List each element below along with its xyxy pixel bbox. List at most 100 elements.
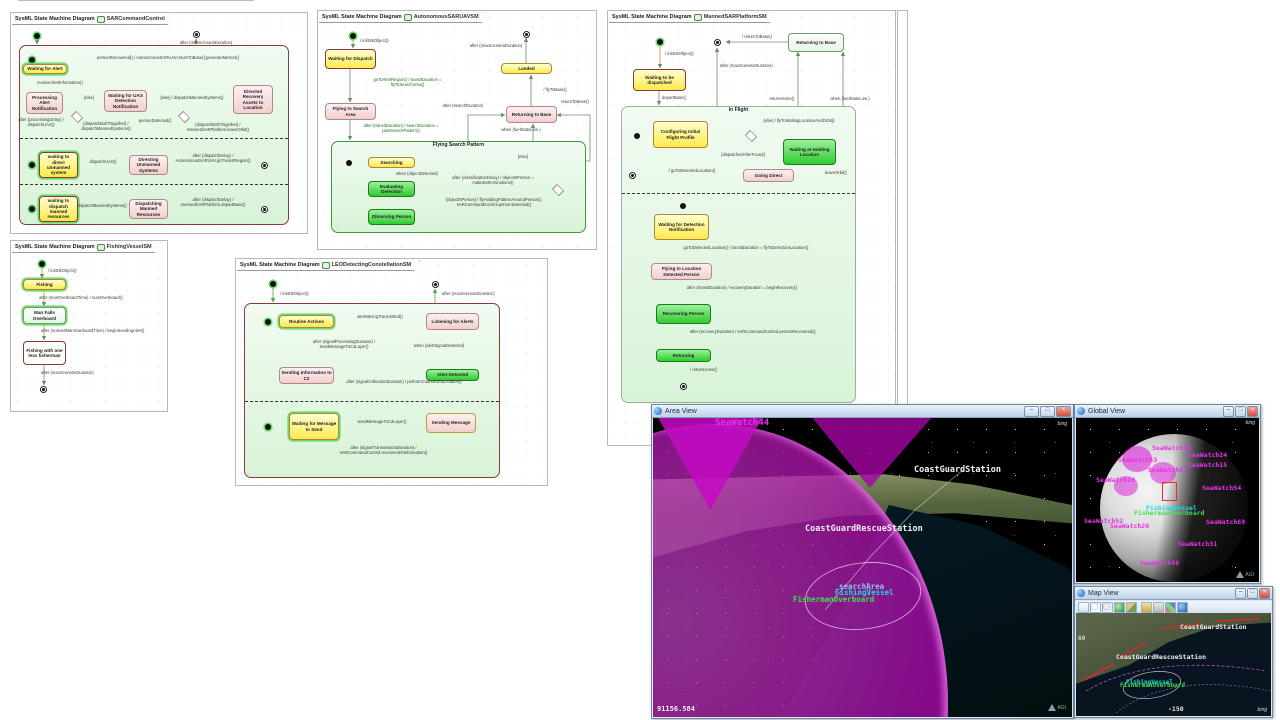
- exit-node: [629, 172, 636, 179]
- state-directed-recovery[interactable]: Directed Recovery Assets to Location: [233, 85, 273, 114]
- transition-label: after (dispatchDelay) / AutonomousSARUAV…: [175, 153, 251, 164]
- state-alert-detected[interactable]: Alert Detected: [426, 369, 479, 381]
- transition-label: after (manOverboardTime) / manOverboard(…: [39, 295, 123, 300]
- state-searching[interactable]: Searching: [368, 157, 415, 168]
- state-fishing-one-less[interactable]: Fishing with one less fisherman: [23, 341, 66, 365]
- zoom-in-icon[interactable]: [1090, 601, 1101, 613]
- map-viewport[interactable]: CoastGuardStation CoastGuardRescueStatio…: [1076, 613, 1271, 716]
- state-waiting-for-detection-notification[interactable]: Waiting for Detection Notification: [654, 214, 709, 240]
- diagram-tab[interactable]: SysML State Machine Diagram FishingVesse…: [12, 242, 161, 253]
- final-node: [680, 383, 687, 390]
- latitude-gridline-label: 60: [1078, 635, 1086, 642]
- state-returning-to-base[interactable]: Returning to Base: [788, 33, 844, 52]
- state-leoconstellation-outer[interactable]: [244, 303, 500, 478]
- state-landed[interactable]: Landed: [501, 63, 552, 74]
- label-satellite: SeaWatch31: [1178, 540, 1218, 548]
- label-satellite: SeaWatch15: [1188, 461, 1228, 469]
- maximize-button[interactable]: □: [1247, 587, 1258, 599]
- state-man-falls-overboard[interactable]: Man Falls Overboard: [23, 307, 66, 324]
- state-waiting-to-be-dispatched[interactable]: Waiting to be dispatched: [633, 69, 686, 91]
- titlebar[interactable]: Area View – □ ×: [652, 405, 1073, 418]
- label-fishermanoverboard: FishermanOverboard: [1134, 509, 1205, 517]
- minimize-button[interactable]: –: [1235, 587, 1246, 599]
- transition-label: / flyToBase(): [543, 87, 567, 92]
- window-global-view[interactable]: Global View – □ × SeaWatch34 SeaWatch24 …: [1074, 404, 1261, 584]
- state-going-direct[interactable]: Going Direct: [743, 169, 794, 182]
- label-satellite: SeaWatch46: [1140, 559, 1180, 567]
- zoom-out-icon[interactable]: [1102, 601, 1113, 613]
- globe-green-icon[interactable]: [1114, 601, 1125, 613]
- transition-label: when (fuelStateLow ): [501, 127, 541, 132]
- diagram-tab[interactable]: SysML State Machine Diagram MannedSARPla…: [609, 12, 776, 23]
- coverage-blob: [1122, 446, 1152, 472]
- minimize-button[interactable]: –: [1223, 405, 1234, 417]
- initial-node: [265, 424, 271, 430]
- partial-diagram-window[interactable]: [897, 10, 908, 424]
- diagram-tab[interactable]: SysML State Machine Diagram AutonomousSA…: [319, 12, 488, 23]
- state-directing-unmanned[interactable]: Directing Unmanned Systems: [129, 155, 168, 175]
- state-waiting-dispatch-manned[interactable]: waiting to dispatch manned resources: [39, 196, 78, 222]
- search-region-marker: [1162, 482, 1177, 501]
- close-button[interactable]: ×: [1247, 405, 1258, 417]
- state-waiting-direct-unmanned[interactable]: waiting to direct unmanned system: [39, 152, 78, 178]
- state-waiting-for-alert[interactable]: Waiting for Alert: [23, 64, 67, 74]
- state-waiting-for-dispatch[interactable]: Waiting for Dispatch: [325, 49, 376, 69]
- diagram-window-fishingvesselsm[interactable]: SysML State Machine Diagram FishingVesse…: [10, 240, 168, 412]
- label-fishingvessel: FishingVessel: [1146, 504, 1197, 512]
- titlebar[interactable]: Map View – □ ×: [1075, 587, 1272, 600]
- diagram-window-sarcommandcontrol[interactable]: SysML State Machine Diagram SARCommandCo…: [10, 12, 308, 234]
- state-sending-message[interactable]: Sending Message: [426, 413, 476, 433]
- diagram-window-leodetectingconstellationsm[interactable]: SysML State Machine Diagram LEODetecting…: [235, 258, 548, 486]
- state-waiting-for-message-to-send[interactable]: Waiting for Message to Send: [289, 413, 339, 440]
- close-button[interactable]: ×: [1056, 405, 1071, 417]
- state-sending-information-to-c2[interactable]: Sending Information to C2: [279, 367, 334, 384]
- initial-node: [657, 39, 663, 45]
- coverage-blob: [1114, 476, 1138, 496]
- transition-label: [else]: [517, 154, 528, 159]
- state-listening-for-alerts[interactable]: Listening for Alerts: [426, 313, 479, 330]
- state-waiting-uas-detection[interactable]: Waiting for UAS Detection Notification: [104, 90, 147, 112]
- label-coastguardrescuestation: CoastGuardRescueStation: [805, 524, 923, 534]
- imagery-icon[interactable]: [1126, 601, 1137, 613]
- state-processing-alert-notification[interactable]: Processing Alert Notification: [26, 92, 63, 114]
- label-fishingvessel: FishingVessel: [1126, 679, 1173, 686]
- minimize-button[interactable]: –: [1024, 405, 1039, 417]
- state-flying-to-search-area[interactable]: Flying to Search Area: [325, 103, 376, 120]
- state-recovering-person[interactable]: Recovering Person: [656, 304, 711, 324]
- area-viewport[interactable]: SeaWatch44 CoastGuardStation CoastGuardR…: [653, 418, 1072, 717]
- layers-icon[interactable]: [1141, 601, 1152, 613]
- globe-viewport[interactable]: SeaWatch34 SeaWatch24 SeaWatch53 SeaWatc…: [1076, 418, 1259, 582]
- map-icon: [1077, 589, 1085, 597]
- globe-blue-icon[interactable]: [1177, 601, 1188, 613]
- state-sarcommandcontrol-outer[interactable]: [19, 45, 289, 225]
- state-returning[interactable]: Returning: [656, 349, 711, 362]
- close-button[interactable]: ×: [1259, 587, 1270, 599]
- legend-icon[interactable]: [1153, 601, 1164, 613]
- state-flying-to-location-detected-person[interactable]: Flying to Location Detected Person: [651, 263, 712, 280]
- diagram-window-autonomoussaruavsm[interactable]: SysML State Machine Diagram AutonomousSA…: [317, 10, 597, 250]
- diagram-window-mannedsarplatformsm[interactable]: SysML State Machine Diagram MannedSARPla…: [607, 10, 896, 446]
- window-map-view[interactable]: Map View – □ × CoastGuardStation CoastGu…: [1074, 586, 1273, 718]
- palette-icon[interactable]: [1165, 601, 1176, 613]
- transition-label: after (signalCollectionDuration) / perfo…: [346, 379, 462, 384]
- transition-label: dispatchUAS(): [89, 159, 117, 164]
- state-dispatching-manned[interactable]: Dispatching Manned Resources: [129, 199, 168, 219]
- state-configuring-initial-flight-profile[interactable]: Configuring Initial Flight Profile: [653, 121, 708, 148]
- diagram-header-label: SysML State Machine Diagram: [612, 14, 692, 20]
- maximize-button[interactable]: □: [1040, 405, 1055, 417]
- titlebar[interactable]: Global View – □ ×: [1075, 405, 1260, 418]
- state-fishing[interactable]: Fishing: [23, 279, 66, 290]
- transition-label: goToAlertRegion() / transitDuration = fl…: [373, 77, 442, 88]
- extents-icon[interactable]: [1078, 601, 1089, 613]
- maximize-button[interactable]: □: [1235, 405, 1246, 417]
- transition-label: after (maxScenarioDuration): [179, 40, 233, 45]
- state-routine-actions[interactable]: Routine Actions: [279, 315, 334, 328]
- diagram-tab[interactable]: SysML State Machine Diagram LEODetecting…: [237, 260, 420, 271]
- state-observing-person[interactable]: Observing Person: [368, 209, 415, 225]
- diagram-tab[interactable]: SysML State Machine Diagram SARCommandCo…: [12, 14, 174, 25]
- transition-label: [dispatchBothTogether] / mannedSARPlatfo…: [186, 122, 250, 133]
- state-returning-to-base[interactable]: Returning to Base: [506, 106, 557, 123]
- state-evaluating-detection[interactable]: Evaluating Detection: [368, 181, 415, 197]
- state-waiting-at-holding-location[interactable]: Waiting at Holding Location: [783, 139, 836, 165]
- window-area-view[interactable]: Area View – □ × SeaWatch44 CoastGuardSta…: [651, 404, 1074, 719]
